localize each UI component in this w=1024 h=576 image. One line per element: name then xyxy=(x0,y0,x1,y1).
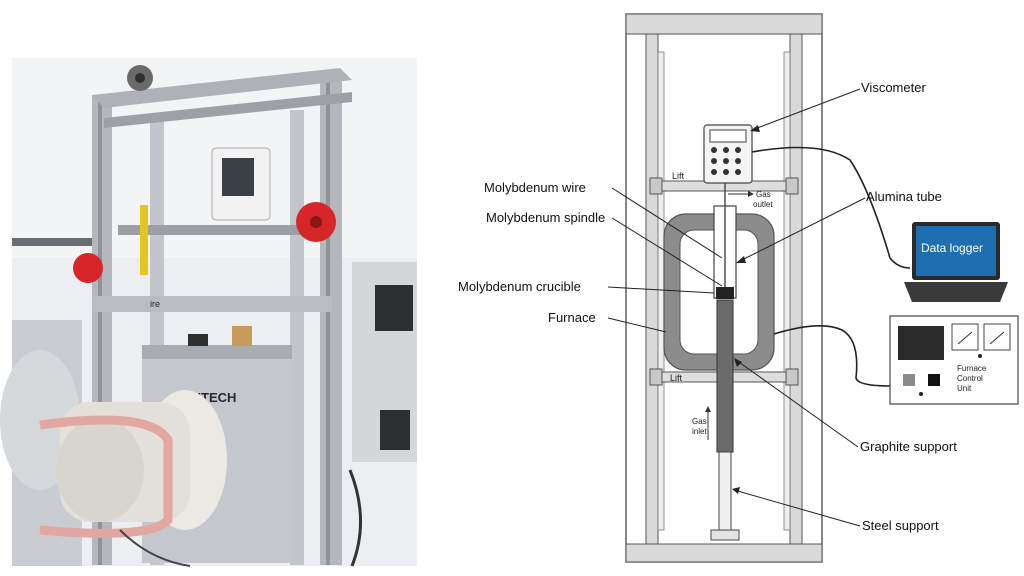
gas-inlet-label-2: inlet xyxy=(692,427,707,436)
gas-outlet-label-2: outlet xyxy=(753,200,773,209)
label-molybdenum-spindle: Molybdenum spindle xyxy=(486,210,605,225)
label-molybdenum-wire: Molybdenum wire xyxy=(484,180,586,195)
steel-support xyxy=(718,451,732,533)
frame-post-right xyxy=(789,33,803,545)
schematic-diagram: Lift Lift Gas outlet xyxy=(458,13,1019,563)
label-molybdenum-crucible: Molybdenum crucible xyxy=(458,279,581,294)
graphite-support xyxy=(716,299,734,453)
apparatus-photo: ire ENTECH xyxy=(0,58,417,567)
rail-left xyxy=(657,51,665,531)
gas-outlet-label-1: Gas xyxy=(756,190,771,199)
viscometer-device xyxy=(703,124,753,184)
frame-top-bar xyxy=(625,13,823,35)
cable-to-control xyxy=(773,325,891,387)
label-graphite-support: Graphite support xyxy=(860,439,957,454)
frame-bottom-bar xyxy=(625,543,823,563)
label-steel-support: Steel support xyxy=(862,518,939,533)
label-alumina-tube: Alumina tube xyxy=(866,189,942,204)
control-unit-label-2: Control xyxy=(957,374,983,383)
control-unit-label-1: Furnace xyxy=(957,364,987,373)
gas-inlet-label-1: Gas xyxy=(692,417,707,426)
cable-to-logger xyxy=(751,146,911,269)
data-logger-label: Data logger xyxy=(921,241,983,255)
lift-label-top: Lift xyxy=(672,171,685,181)
lift-label-bottom: Lift xyxy=(670,373,683,383)
data-logger-laptop: Data logger xyxy=(904,222,1008,302)
label-furnace: Furnace xyxy=(548,310,596,325)
label-viscometer: Viscometer xyxy=(861,80,926,95)
rail-right xyxy=(783,51,791,531)
photo-bar-label: ire xyxy=(150,299,160,309)
crucible xyxy=(716,287,734,299)
control-unit-label-3: Unit xyxy=(957,384,972,393)
furnace-control-unit: Furnace Control Unit xyxy=(889,315,1019,405)
